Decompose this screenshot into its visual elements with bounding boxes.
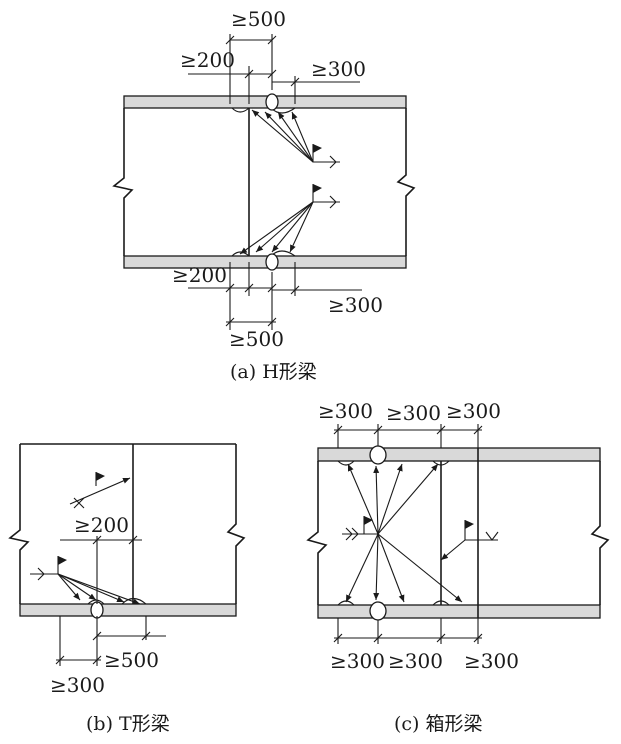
h-beam-outline (112, 93, 416, 271)
caption-figure-b: (b) T形梁 (86, 713, 170, 735)
bottom-flange (123, 255, 407, 269)
site-weld-flag-web (96, 472, 105, 481)
t-beam-outline (8, 443, 246, 619)
left-break-line (8, 444, 30, 604)
dim-label-bottom-500: ≥500 (229, 327, 284, 351)
dim-label-bottom-300: ≥300 (328, 293, 383, 317)
dims-box (333, 424, 483, 644)
weld-bottom (369, 601, 387, 621)
scallop-right (121, 597, 147, 605)
scallop-bottom-right (432, 600, 450, 606)
dim-label-top-300-3: ≥300 (446, 399, 501, 423)
site-weld-flag-top (313, 144, 322, 153)
dim-label-bottom-300-2: ≥300 (388, 649, 443, 673)
weld-leader-right (440, 520, 499, 561)
top-flange (123, 95, 407, 109)
figure-a-h-beam: ≥500 ≥200 ≥300 ≥200 ≥300 ≥500 (a) H形梁 (112, 7, 416, 383)
weld-leader-flange (30, 556, 141, 605)
dim-label-top-500: ≥500 (231, 7, 286, 31)
weld-leader-web (69, 472, 131, 509)
site-weld-flag-left (364, 516, 373, 525)
dims-top (188, 34, 360, 104)
dim-label-bottom-200: ≥200 (172, 263, 227, 287)
right-break-line (396, 108, 416, 256)
site-weld-flag-bottom (313, 184, 322, 193)
flange-weld (90, 601, 104, 619)
weld-leader-cluster (342, 463, 463, 603)
caption-figure-a: (a) H形梁 (230, 361, 317, 383)
dim-label-top-200: ≥200 (180, 48, 235, 72)
dim-label-top-300-2: ≥300 (386, 401, 441, 425)
right-break-line (226, 444, 246, 604)
weld-top (265, 93, 279, 111)
dim-label-mid-200: ≥200 (74, 513, 129, 537)
weld-tail-symbol (345, 527, 359, 541)
left-break-line (306, 461, 328, 605)
dim-label-bottom-300: ≥300 (50, 673, 105, 697)
box-beam-outline (306, 445, 610, 621)
dims-t (55, 535, 166, 666)
weld-tail-symbol (329, 195, 337, 209)
figure-b-t-beam: ≥200 ≥500 ≥300 (b) T形梁 (8, 443, 246, 735)
site-weld-flag-flange (58, 556, 67, 565)
weld-bottom (265, 253, 279, 271)
figure-c-box-beam: ≥300 ≥300 ≥300 ≥300 ≥300 ≥300 (c) 箱形梁 (306, 399, 610, 735)
right-break-line (590, 461, 610, 605)
dim-label-top-300: ≥300 (311, 57, 366, 81)
scallop-top-left (337, 460, 355, 466)
scallop-top-right (432, 460, 450, 466)
dim-label-bottom-300-3: ≥300 (464, 649, 519, 673)
x-weld-symbol (73, 497, 85, 509)
weld-leader-bottom (239, 184, 340, 255)
top-flange (317, 447, 601, 462)
weld-top (369, 445, 387, 465)
left-break-line (112, 108, 134, 256)
weld-tail-symbol (329, 155, 337, 169)
caption-figure-c: (c) 箱形梁 (394, 713, 483, 735)
dim-label-top-300-1: ≥300 (318, 399, 373, 423)
bottom-flange (317, 604, 601, 619)
dim-label-bottom-300-1: ≥300 (330, 649, 385, 673)
site-weld-flag-right (465, 520, 474, 529)
weld-tail-symbol (37, 567, 45, 581)
weld-leader-top (251, 109, 340, 169)
scallop-top-left (231, 107, 250, 113)
dims-bottom (188, 262, 362, 330)
flange (19, 603, 237, 617)
dim-label-bottom-500: ≥500 (104, 648, 159, 672)
weld-tail-symbol (485, 531, 499, 541)
